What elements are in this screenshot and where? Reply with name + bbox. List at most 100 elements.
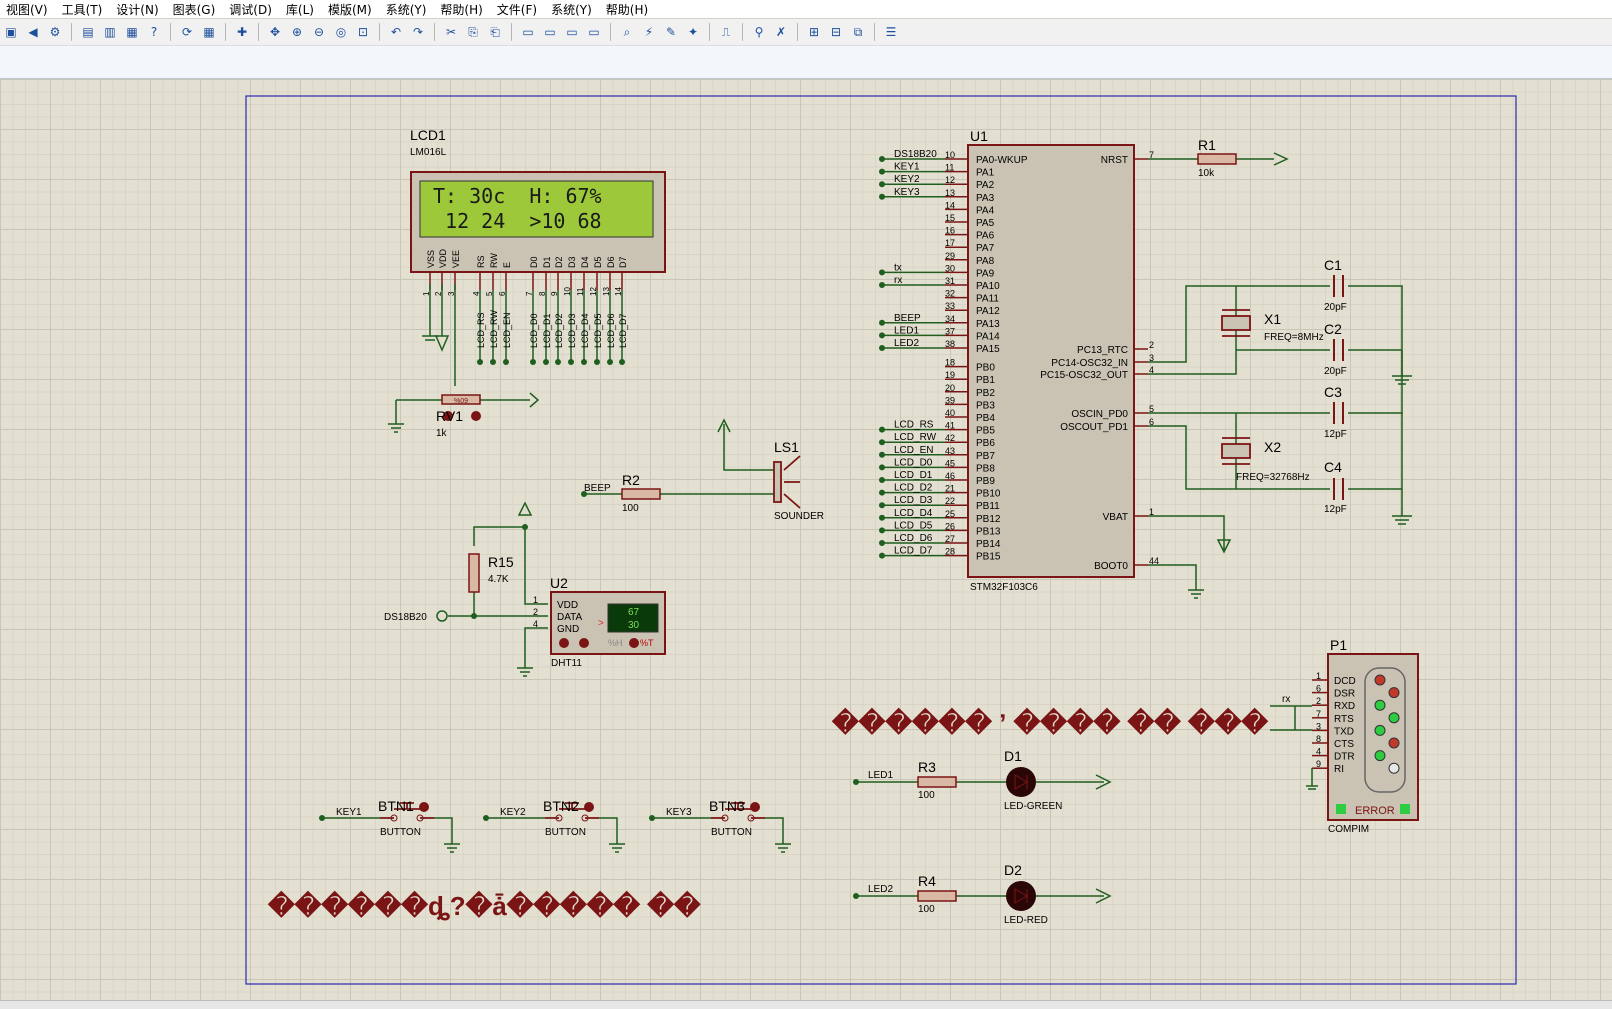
button-net: KEY3 <box>666 807 692 818</box>
lcd1-ref: LCD1 <box>410 127 446 143</box>
mcu-wire-dot <box>879 156 885 162</box>
zoom-in-icon[interactable]: ⊕ <box>291 25 303 39</box>
lcd-pin-label: VEE <box>451 250 461 268</box>
menu-item[interactable]: 帮助(H) <box>605 2 649 17</box>
toolbar-separator <box>742 23 743 41</box>
file-icon[interactable]: ▥ <box>104 25 116 39</box>
zoom-child-icon[interactable]: ⧉ <box>853 24 863 39</box>
block-copy-icon[interactable]: ▭ <box>522 25 534 39</box>
remove-sheet-icon[interactable]: ⊟ <box>830 25 842 39</box>
property-icon[interactable]: ✗ <box>775 25 787 39</box>
cut-icon[interactable]: ✂ <box>445 25 457 39</box>
lcd1[interactable]: LCD1 LM016L T: 30c H: 67% 12 24 >10 68 V… <box>410 127 666 365</box>
package-icon[interactable]: ✎ <box>665 25 677 39</box>
lcd-wire-dot <box>490 359 496 365</box>
menu-item[interactable]: 工具(T) <box>61 2 103 17</box>
button-wire-dot <box>319 815 325 821</box>
dht-net-label: DS18B20 <box>384 612 427 623</box>
netlist-icon[interactable]: ▤ <box>82 25 94 39</box>
mcu-net-label: LCD_D1 <box>894 470 933 481</box>
button-indicator[interactable] <box>750 802 760 812</box>
mcu-pin-number: 33 <box>945 301 955 311</box>
led2-circuit[interactable]: LED2 R4 100 D2 LED-RED <box>853 862 1112 926</box>
menu-item[interactable]: 库(L) <box>285 2 314 17</box>
button-model: BUTTON <box>380 827 421 838</box>
r15[interactable]: R15 4.7K <box>468 553 514 593</box>
zoom-all-icon[interactable]: ◎ <box>335 25 347 39</box>
schematic-canvas[interactable]: LCD1 LM016L T: 30c H: 67% 12 24 >10 68 V… <box>0 79 1612 1000</box>
new-sheet-icon[interactable]: ⊞ <box>808 25 820 39</box>
zoom-area-icon[interactable]: ⊡ <box>357 25 369 39</box>
r1[interactable]: R1 10k <box>1148 137 1289 179</box>
grid-icon[interactable]: ▦ <box>203 25 215 39</box>
lcd-net-label: LCD_D0 <box>529 313 539 348</box>
menu-item[interactable]: 文件(F) <box>496 2 538 17</box>
gear-icon[interactable]: ⚙ <box>49 25 61 39</box>
menu-item[interactable]: 帮助(H) <box>440 2 483 17</box>
block-delete-icon[interactable]: ▭ <box>588 25 600 39</box>
decompose-icon[interactable]: ✦ <box>687 25 699 39</box>
pan-icon[interactable]: ✥ <box>269 25 281 39</box>
button-net: KEY2 <box>500 807 526 818</box>
button-contact <box>416 814 424 822</box>
mcu-pin-name: PB1 <box>976 375 995 386</box>
schematic-svg[interactable]: LCD1 LM016L T: 30c H: 67% 12 24 >10 68 V… <box>0 79 1612 1000</box>
mcu-pin-name: BOOT0 <box>1094 561 1128 572</box>
button-indicator[interactable] <box>584 802 594 812</box>
mcu-pin-number: 46 <box>945 471 955 481</box>
toolbar-separator <box>379 23 380 41</box>
pick-icon[interactable]: ⌕ <box>623 24 631 39</box>
sheet-border <box>245 95 1517 985</box>
menu-item[interactable]: 调试(D) <box>229 2 272 17</box>
wire-icon[interactable]: ⎍ <box>721 24 731 39</box>
lcd-wire-dot <box>530 359 536 365</box>
chip-icon[interactable]: ▣ <box>5 25 17 39</box>
help-icon[interactable]: ? <box>150 25 158 39</box>
bom-icon[interactable]: ☰ <box>885 25 897 39</box>
search-icon[interactable]: ⚲ <box>754 25 764 39</box>
block-move-icon[interactable]: ▭ <box>544 25 556 39</box>
crystal-components[interactable]: C1 20pF C2 20pF C3 12pF C4 12pF X1 FREQ=… <box>1221 257 1347 515</box>
r2[interactable]: BEEP R2 100 <box>584 472 661 514</box>
menu-item[interactable]: 系统(Y) <box>551 2 592 17</box>
rv1[interactable]: %09 RV1 1k <box>436 394 481 439</box>
lcd-pin-number: 1 <box>422 291 431 296</box>
page-icon[interactable]: ▦ <box>126 25 138 39</box>
menu-item[interactable]: 图表(G) <box>172 2 216 17</box>
refresh-icon[interactable]: ⟳ <box>181 25 193 39</box>
make-device-icon[interactable]: ⚡ <box>644 25 654 39</box>
menu-item[interactable]: 系统(Y) <box>385 2 427 17</box>
c2-ref: C2 <box>1324 321 1342 337</box>
mcu-pin-name: OSCOUT_PD1 <box>1060 422 1128 433</box>
paste-icon[interactable]: ⎗ <box>490 24 500 39</box>
button-symbol <box>711 802 765 819</box>
mcu-pin-name: PA13 <box>976 319 1000 330</box>
menu-item[interactable]: 视图(V) <box>6 2 48 17</box>
p1-pin-name: RTS <box>1334 714 1354 725</box>
u2-pin-number: 2 <box>533 607 538 617</box>
mcu-net-label: LCD_D7 <box>894 546 933 557</box>
menu-item[interactable]: 设计(N) <box>116 2 159 17</box>
mcu-pin-name: PA4 <box>976 205 995 216</box>
copy-icon[interactable]: ⎘ <box>468 24 478 39</box>
lcd-pin-label: D6 <box>606 256 616 268</box>
mcu-wire-dot <box>879 477 885 483</box>
ls1[interactable]: LS1 SOUNDER <box>773 439 824 522</box>
zoom-out-icon[interactable]: ⊖ <box>313 25 325 39</box>
origin-icon[interactable]: ✚ <box>236 25 248 39</box>
tab-strip <box>0 46 1612 79</box>
block-rotate-icon[interactable]: ▭ <box>566 25 578 39</box>
menu-item[interactable]: 模版(M) <box>327 2 372 17</box>
redo-icon[interactable]: ↷ <box>412 25 424 39</box>
led1-circuit[interactable]: LED1 R3 100 D1 LED-GREEN <box>853 748 1112 812</box>
button-indicator[interactable] <box>419 802 429 812</box>
button-symbol <box>380 802 434 819</box>
undo-icon[interactable]: ↶ <box>390 25 402 39</box>
mcu-wire-dot <box>879 464 885 471</box>
back-icon[interactable]: ◀ <box>28 25 38 39</box>
lcd-pin-number: 3 <box>447 291 456 296</box>
button-contact <box>581 814 589 822</box>
